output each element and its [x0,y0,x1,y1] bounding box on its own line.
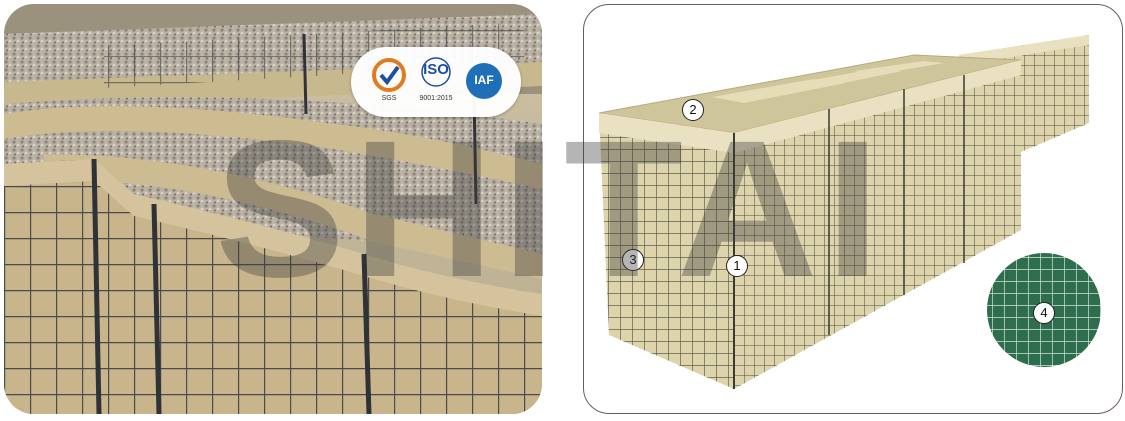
callout-3: 3 [622,249,644,271]
callout-4: 4 [1033,302,1055,324]
iaf-label: IAF [474,73,494,87]
product-photo: SGS ISO 9001:2015 IAF [4,4,542,414]
sgs-label: SGS [381,95,397,102]
iaf-icon [466,63,502,99]
sgs-certification: SGS [367,57,411,107]
iso-globe-icon [421,57,451,87]
iso-standard-label: 9001:2015 [419,95,453,102]
callout-2: 2 [682,99,704,121]
sgs-check-icon [372,58,406,92]
iso-certification: ISO 9001:2015 [414,57,458,107]
callout-1: 1 [726,255,748,277]
iaf-certification: IAF [462,57,506,107]
barrier-diagram-illustration [598,35,1102,389]
iso-icon: ISO [423,61,449,78]
certification-badge: SGS ISO 9001:2015 IAF [351,47,521,117]
product-diagram: 2 3 1 4 [583,4,1123,414]
brand-watermark: SHITAI [215,100,888,318]
